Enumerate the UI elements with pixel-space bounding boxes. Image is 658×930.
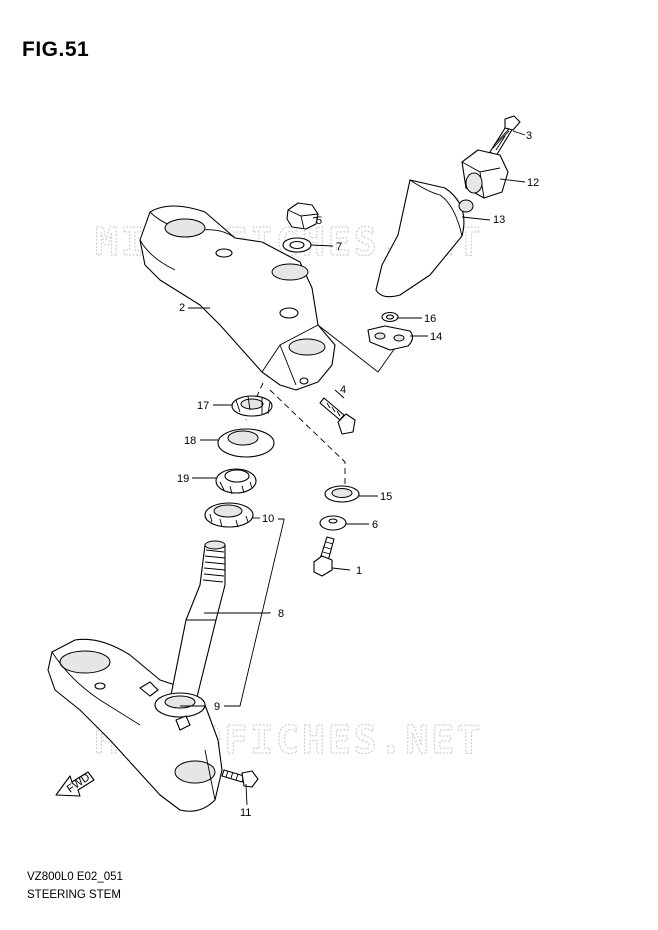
- washer-15: [324, 485, 360, 503]
- callout-3: 3: [526, 130, 532, 142]
- pinch-bolt: [319, 397, 356, 435]
- washer-16: [381, 311, 399, 323]
- upper-bearing: [215, 468, 257, 495]
- steering-nut: [231, 395, 273, 417]
- callout-12: 12: [527, 177, 539, 189]
- model-code: VZ800L0 E02_051: [27, 871, 123, 883]
- callout-14: 14: [430, 331, 442, 343]
- callout-2: 2: [179, 302, 185, 314]
- steering-stem: [47, 540, 226, 812]
- callout-13: 13: [493, 214, 505, 226]
- washer-6: [319, 515, 347, 531]
- lower-bearing: [204, 502, 254, 528]
- callout-8: 8: [278, 608, 284, 620]
- callout-4: 4: [340, 384, 346, 396]
- callout-9: 9: [214, 701, 220, 713]
- dust-seal: [217, 428, 275, 458]
- upper-bracket: [139, 205, 336, 391]
- callout-10: 10: [262, 513, 274, 525]
- callout-1: 1: [356, 565, 362, 577]
- callout-19: 19: [177, 473, 189, 485]
- callout-18: 18: [184, 435, 196, 447]
- callout-6: 6: [372, 519, 378, 531]
- handlebar: [375, 179, 474, 298]
- callout-11: 11: [240, 807, 251, 819]
- diagram-title: STEERING STEM: [27, 889, 121, 901]
- clamp-bolt: [489, 115, 521, 157]
- washer-7: [282, 237, 312, 253]
- fwd-arrow: FWD: [55, 771, 95, 797]
- handlebar-clamp: [461, 149, 509, 199]
- cap-nut: [286, 202, 319, 230]
- leader-14-link: [317, 324, 396, 373]
- lock-plate: [367, 325, 414, 351]
- figure-label: FIG.51: [22, 38, 90, 61]
- leader-lines: [180, 130, 526, 806]
- callout-15: 15: [380, 491, 392, 503]
- stem-bolt: [313, 536, 335, 577]
- callout-7: 7: [336, 241, 342, 253]
- centerline-right: [269, 389, 346, 485]
- bracket-bolt: [221, 769, 259, 788]
- callout-16: 16: [424, 313, 436, 325]
- callout-5: 5: [316, 215, 322, 227]
- callout-17: 17: [197, 400, 209, 412]
